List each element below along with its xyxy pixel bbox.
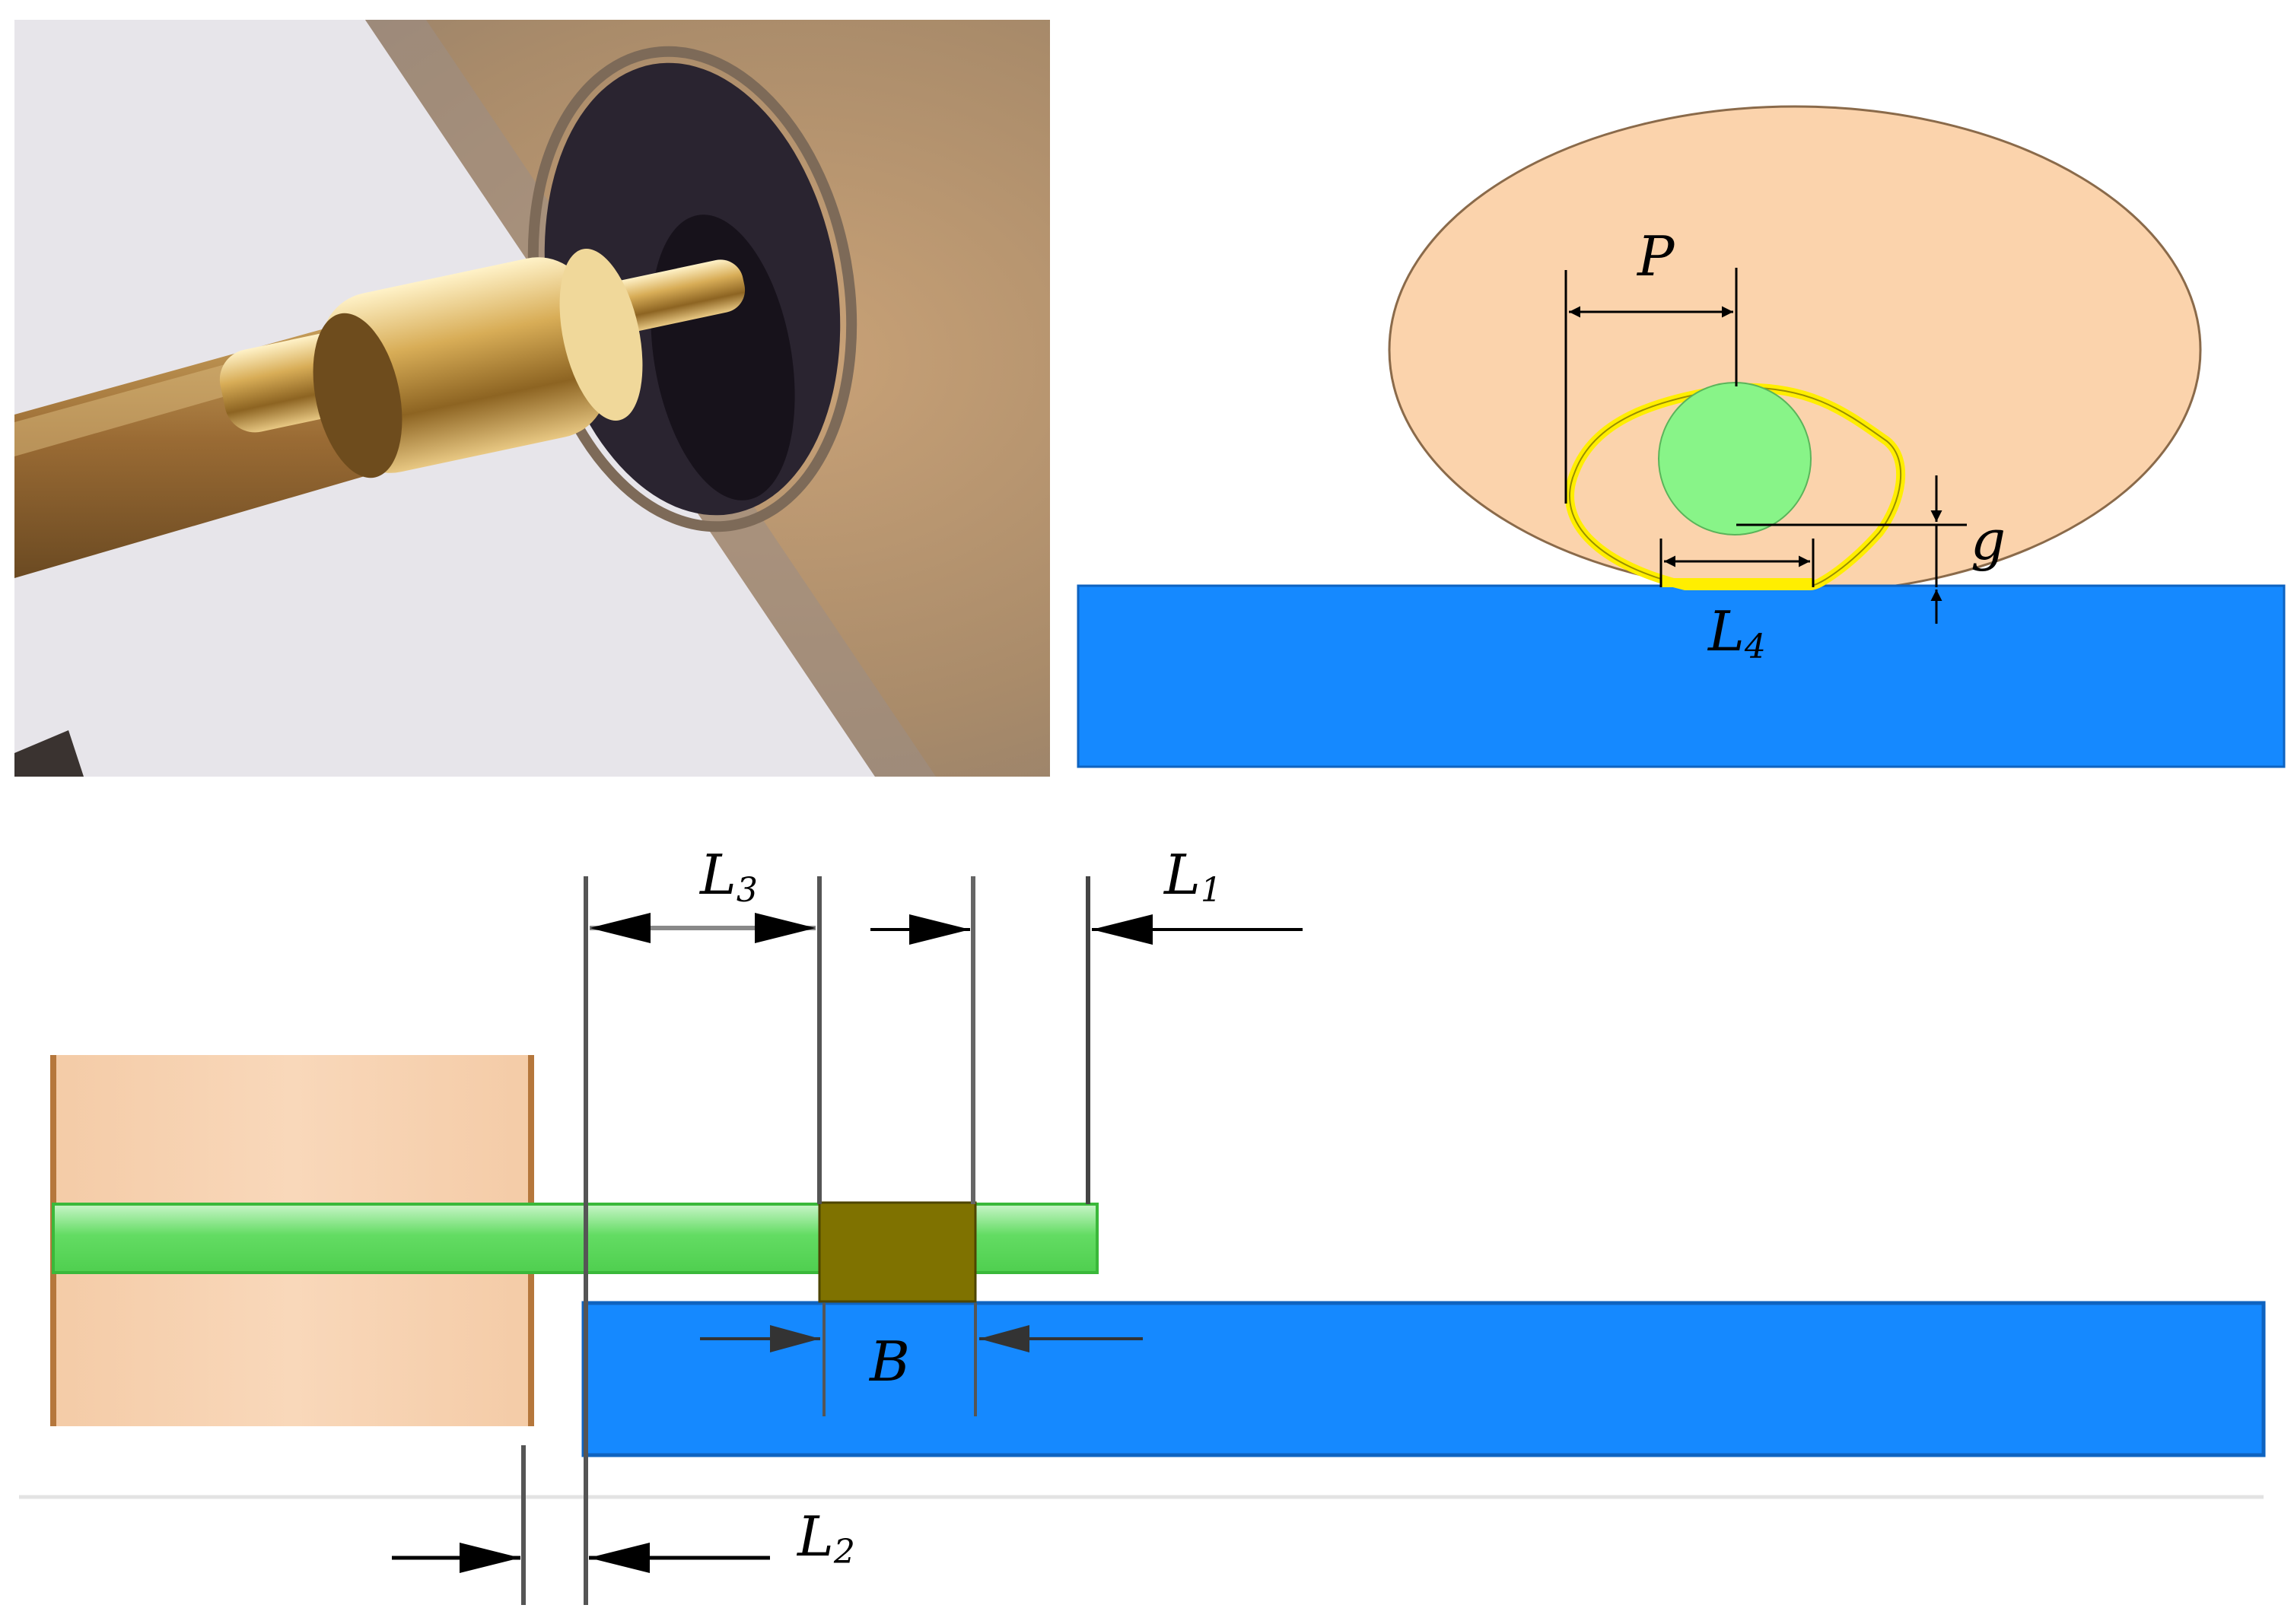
sleeve-opening <box>313 313 402 478</box>
substrate-cross <box>1077 584 2286 768</box>
b-arrow-right <box>979 1325 1029 1352</box>
l4-flat <box>1661 578 1813 587</box>
substrate-side <box>581 1301 2266 1457</box>
b-arrow-left <box>770 1325 820 1352</box>
sleeve-end <box>559 249 643 421</box>
side-view-panel: L3 L1 B L2 <box>19 843 2266 1605</box>
l2-arrow-right <box>589 1543 650 1573</box>
cross-section-panel: P g L4 <box>1077 105 2286 768</box>
photo-corner <box>14 730 84 777</box>
center-pin <box>1658 382 1812 536</box>
b-label: B <box>868 1330 910 1394</box>
p-label: P <box>1636 224 1675 288</box>
photo-panel <box>14 20 1050 777</box>
l1-arrow-right <box>1092 914 1153 945</box>
l4-label: L4 <box>1707 599 1766 666</box>
l3-label: L3 <box>698 843 758 910</box>
solder-side <box>818 1201 977 1303</box>
g-label: g <box>1971 508 2006 572</box>
l3-arrow-right <box>755 913 816 943</box>
l2-arrow-left <box>460 1543 520 1573</box>
l1-label: L1 <box>1163 843 1222 910</box>
l1-arrow-left <box>909 914 970 945</box>
solder-ring-edge <box>1569 386 1902 586</box>
l3-arrow-left <box>590 913 651 943</box>
l2-label: L2 <box>796 1505 855 1572</box>
